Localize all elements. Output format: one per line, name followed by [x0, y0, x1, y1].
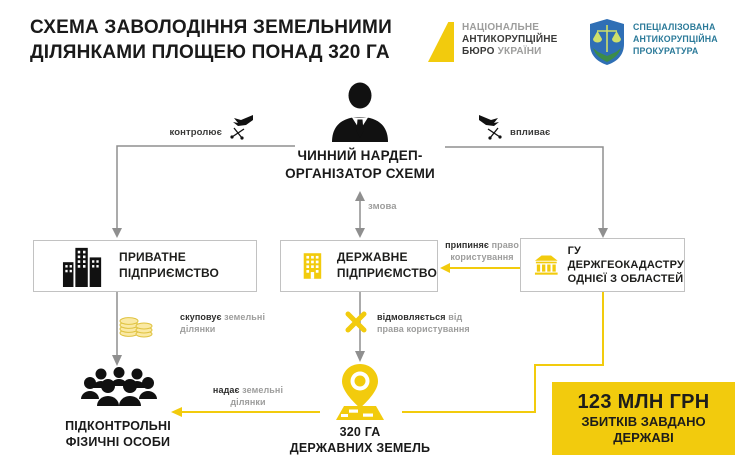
page-title-line1: СХЕМА ЗАВОЛОДІННЯ ЗЕМЕЛЬНИМИ — [30, 17, 392, 38]
land-line2: ДЕРЖАВНИХ ЗЕМЕЛЬ — [289, 441, 431, 456]
puppeteer-hand-left-icon — [230, 115, 253, 140]
sap-shield-icon — [590, 19, 624, 65]
sap-line3: ПРОКУРАТУРА — [633, 45, 699, 56]
node-geocadastre: ГУ ДЕРЖГЕОКАДАСТРУ ОДНІЄЇ З ОБЛАСТЕЙ — [520, 238, 685, 292]
land-label: 320 ГА ДЕРЖАВНИХ ЗЕМЕЛЬ — [280, 424, 440, 457]
nabu-logo-icon — [428, 22, 454, 62]
damages-line3: ДЕРЖАВІ — [613, 430, 674, 445]
edge-label-grants: надає земельні ділянки — [198, 385, 298, 408]
nabu-line3-light: УКРАЇНИ — [494, 46, 542, 58]
controlled-persons-label: ПІДКОНТРОЛЬНІ ФІЗИЧНІ ОСОБИ — [38, 418, 198, 451]
geocadastre-label: ГУ ДЕРЖГЕОКАДАСТРУ ОДНІЄЇ З ОБЛАСТЕЙ — [568, 244, 684, 287]
buys-line2: ділянки — [180, 323, 216, 334]
node-private-company: ПРИВАТНЕ ПІДПРИЄМСТВО — [33, 240, 257, 292]
private-company-line2: ПІДПРИЄМСТВО — [119, 266, 220, 280]
state-building-icon — [303, 253, 322, 279]
nabu-line1: НАЦІОНАЛЬНЕ — [462, 22, 540, 33]
edge-label-waives: відмовляється від права користування — [377, 312, 470, 335]
sap-logo-text: СПЕЦІАЛІЗОВАНА АНТИКОРУПЦІЙНА ПРОКУРАТУР… — [633, 18, 718, 58]
nabu-logo-text: НАЦІОНАЛЬНЕ АНТИКОРУПЦІЙНЕ БЮРО УКРАЇНИ — [462, 22, 558, 59]
edge-line-cadastre-to-land — [402, 292, 604, 413]
edge-label-terminates: припиняє право користування — [438, 240, 526, 263]
organizer-label-line2: ОРГАНІЗАТОР СХЕМИ — [285, 165, 435, 181]
buys-light: земельні — [221, 312, 266, 322]
grants-light: земельні — [239, 385, 284, 395]
sap-line2: АНТИКОРУПЦІЙНА — [633, 33, 718, 44]
organizer-person-icon — [332, 82, 388, 142]
arrowhead-into-land — [355, 351, 365, 362]
edge-label-conspiracy: змова — [368, 201, 397, 212]
state-company-line1: ДЕРЖАВНЕ — [336, 250, 408, 265]
nabu-line3-bold: БЮРО — [462, 46, 495, 58]
organizer-label-line1: ЧИННИЙ НАРДЕП- — [297, 148, 423, 163]
waives-light: від — [445, 312, 463, 322]
page-title-line2: ДІЛЯНКАМИ ПЛОЩЕЮ ПОНАД 320 ГА — [30, 41, 390, 63]
waives-line2: права користування — [377, 323, 470, 334]
edge-line-influences — [445, 146, 604, 228]
geocadastre-line1: ГУ ДЕРЖГЕОКАДАСТРУ — [567, 244, 685, 271]
buys-bold: скуповує — [180, 312, 222, 322]
edge-label-buys: скуповує земельні ділянки — [180, 312, 265, 335]
damages-amount: 123 МЛН ГРН — [577, 390, 710, 413]
arrowhead-into-private — [112, 228, 122, 238]
sap-logo: СПЕЦІАЛІЗОВАНА АНТИКОРУПЦІЙНА ПРОКУРАТУР… — [588, 18, 718, 66]
arrowhead-conspiracy-up — [355, 191, 365, 201]
terminates-line2: користування — [450, 251, 514, 262]
crowd-icon — [81, 367, 157, 406]
private-company-label: ПРИВАТНЕ ПІДПРИЄМСТВО — [119, 250, 219, 281]
state-company-label: ДЕРЖАВНЕ ПІДПРИЄМСТВО — [337, 250, 437, 281]
coins-icon — [119, 317, 153, 338]
private-company-line1: ПРИВАТНЕ — [119, 250, 186, 265]
terminates-light: право — [488, 240, 519, 250]
nabu-logo: НАЦІОНАЛЬНЕ АНТИКОРУПЦІЙНЕ БЮРО УКРАЇНИ — [428, 22, 558, 62]
arrowhead-into-persons — [112, 355, 122, 366]
edge-label-influences: впливає — [510, 127, 551, 138]
puppeteer-hand-right-icon — [479, 115, 502, 140]
arrowhead-grants — [171, 407, 182, 417]
grants-bold: надає — [212, 385, 240, 395]
arrowhead-terminates — [440, 263, 450, 273]
grants-line2: ділянки — [230, 396, 266, 407]
controlled-persons-line2: ФІЗИЧНІ ОСОБИ — [65, 435, 171, 450]
node-state-company: ДЕРЖАВНЕ ПІДПРИЄМСТВО — [280, 240, 438, 292]
nabu-line3: БЮРО УКРАЇНИ — [462, 46, 558, 58]
edge-line-controls — [116, 145, 295, 228]
arrowhead-into-cadastre — [598, 228, 608, 238]
land-line1: 320 ГА — [339, 425, 381, 439]
refusal-x-icon — [345, 311, 367, 333]
office-buildings-icon — [62, 247, 102, 287]
waives-bold: відмовляється — [377, 312, 446, 322]
controlled-persons-line1: ПІДКОНТРОЛЬНІ — [65, 419, 171, 433]
page-title: СХЕМА ЗАВОЛОДІННЯ ЗЕМЕЛЬНИМИ ДІЛЯНКАМИ П… — [30, 16, 392, 65]
terminates-bold: припиняє — [445, 240, 489, 250]
land-map-pin-icon — [336, 364, 384, 420]
government-building-icon — [534, 255, 558, 275]
edge-label-controls: контролює — [169, 127, 222, 138]
damages-box: 123 МЛН ГРН ЗБИТКІВ ЗАВДАНО ДЕРЖАВІ — [552, 382, 735, 455]
state-company-line2: ПІДПРИЄМСТВО — [336, 266, 437, 280]
geocadastre-line2: ОДНІЄЇ З ОБЛАСТЕЙ — [567, 273, 684, 286]
damages-line2: ЗБИТКІВ ЗАВДАНО — [581, 413, 706, 429]
nabu-line2: АНТИКОРУПЦІЙНЕ — [462, 34, 558, 46]
arrowhead-conspiracy-down — [355, 228, 365, 238]
organizer-label: ЧИННИЙ НАРДЕП- ОРГАНІЗАТОР СХЕМИ — [270, 147, 450, 182]
sap-line1: СПЕЦІАЛІЗОВАНА — [633, 22, 716, 32]
